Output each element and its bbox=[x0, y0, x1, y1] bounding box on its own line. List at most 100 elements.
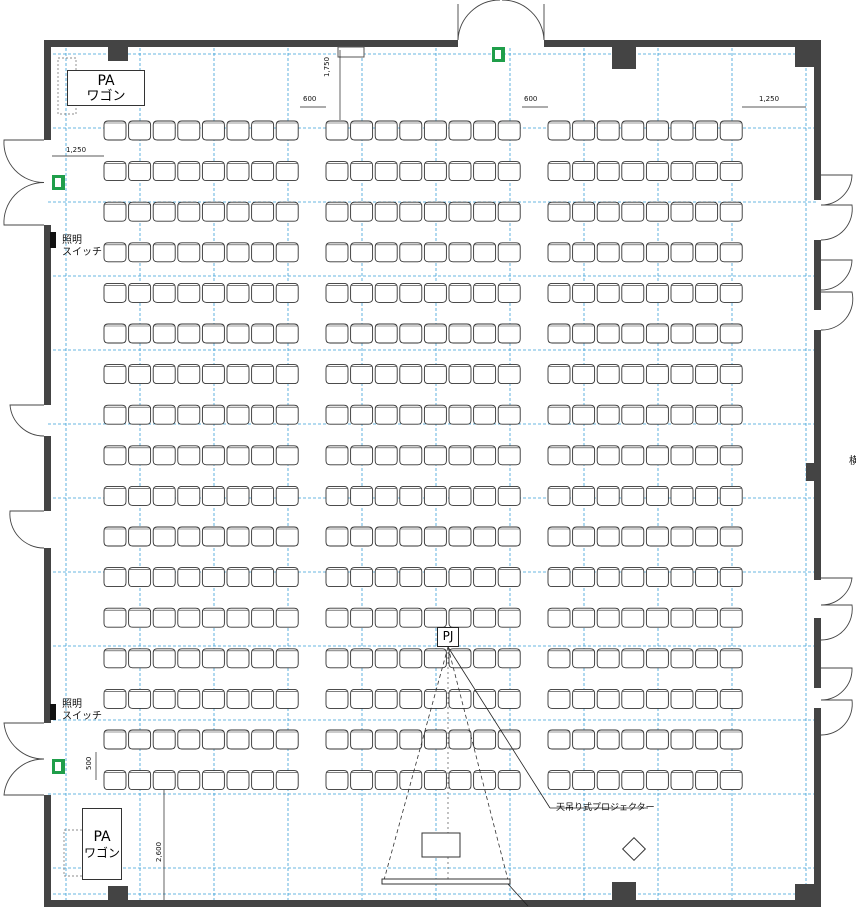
chair bbox=[177, 567, 201, 588]
chair bbox=[399, 404, 423, 425]
chair bbox=[473, 364, 497, 385]
chair bbox=[547, 282, 571, 303]
chair bbox=[423, 161, 447, 182]
chair bbox=[547, 770, 571, 791]
chair bbox=[201, 770, 225, 791]
chair bbox=[128, 282, 152, 303]
door-leaf bbox=[820, 259, 853, 291]
chair bbox=[695, 242, 719, 263]
chair bbox=[103, 770, 127, 791]
chair bbox=[399, 567, 423, 588]
chair bbox=[572, 688, 596, 709]
chair bbox=[226, 648, 250, 669]
chair bbox=[497, 729, 521, 750]
pillar bbox=[108, 47, 128, 61]
chair bbox=[596, 404, 620, 425]
chair bbox=[596, 567, 620, 588]
chair bbox=[719, 688, 743, 709]
chair bbox=[399, 648, 423, 669]
pa-wagon-top-line2: ワゴン bbox=[86, 89, 126, 104]
chair bbox=[275, 688, 299, 709]
chair bbox=[473, 648, 497, 669]
chair bbox=[448, 120, 472, 141]
exit-sign-door bbox=[55, 762, 61, 771]
chair bbox=[645, 729, 669, 750]
chair bbox=[374, 404, 398, 425]
door-leaf bbox=[502, 0, 545, 41]
pa-wagon-dashed bbox=[63, 829, 85, 877]
chair bbox=[572, 404, 596, 425]
chair bbox=[374, 648, 398, 669]
seating-chairs bbox=[103, 120, 743, 791]
chair bbox=[695, 567, 719, 588]
chair bbox=[374, 729, 398, 750]
wall-notch bbox=[337, 46, 365, 58]
door-leaf bbox=[9, 404, 45, 437]
chair bbox=[399, 120, 423, 141]
chair bbox=[325, 607, 349, 628]
chair bbox=[719, 567, 743, 588]
chair bbox=[645, 120, 669, 141]
chair bbox=[325, 404, 349, 425]
chair bbox=[473, 323, 497, 344]
chair bbox=[621, 282, 645, 303]
chair bbox=[251, 485, 275, 506]
chair bbox=[350, 161, 374, 182]
chair bbox=[572, 161, 596, 182]
chair bbox=[226, 161, 250, 182]
chair bbox=[670, 161, 694, 182]
chair bbox=[177, 282, 201, 303]
door-leaf bbox=[820, 577, 853, 606]
chair bbox=[423, 201, 447, 222]
chair bbox=[596, 648, 620, 669]
chair bbox=[695, 161, 719, 182]
chair bbox=[275, 567, 299, 588]
chair bbox=[572, 201, 596, 222]
chair bbox=[152, 770, 176, 791]
chair bbox=[423, 404, 447, 425]
chair bbox=[128, 688, 152, 709]
chair bbox=[399, 242, 423, 263]
chair bbox=[621, 404, 645, 425]
chair bbox=[448, 770, 472, 791]
chair bbox=[596, 688, 620, 709]
wall-right-5 bbox=[814, 708, 821, 907]
chair bbox=[128, 242, 152, 263]
light-switch-top-line2: スイッチ bbox=[62, 247, 102, 258]
chair bbox=[596, 201, 620, 222]
chair bbox=[201, 607, 225, 628]
chair bbox=[251, 404, 275, 425]
chair bbox=[374, 567, 398, 588]
door-leaf bbox=[3, 139, 45, 183]
chair bbox=[719, 242, 743, 263]
chair bbox=[325, 648, 349, 669]
wall-left-3 bbox=[44, 436, 51, 511]
chair bbox=[103, 404, 127, 425]
chair bbox=[448, 404, 472, 425]
chair bbox=[572, 242, 596, 263]
chair bbox=[645, 242, 669, 263]
chair bbox=[103, 120, 127, 141]
chair bbox=[152, 242, 176, 263]
chair bbox=[325, 282, 349, 303]
chair bbox=[325, 567, 349, 588]
chair bbox=[226, 567, 250, 588]
dim-1250-left: 1,250 bbox=[66, 146, 87, 154]
walls bbox=[44, 4, 821, 907]
chair bbox=[374, 120, 398, 141]
chair bbox=[128, 201, 152, 222]
chair bbox=[572, 770, 596, 791]
chair bbox=[645, 364, 669, 385]
chair bbox=[645, 323, 669, 344]
chair bbox=[547, 161, 571, 182]
chair bbox=[251, 770, 275, 791]
chair bbox=[201, 688, 225, 709]
chair bbox=[325, 729, 349, 750]
chair bbox=[497, 607, 521, 628]
plan-details bbox=[50, 47, 806, 907]
chair bbox=[448, 323, 472, 344]
chair bbox=[547, 607, 571, 628]
chair bbox=[152, 120, 176, 141]
chair bbox=[621, 648, 645, 669]
chair bbox=[399, 323, 423, 344]
